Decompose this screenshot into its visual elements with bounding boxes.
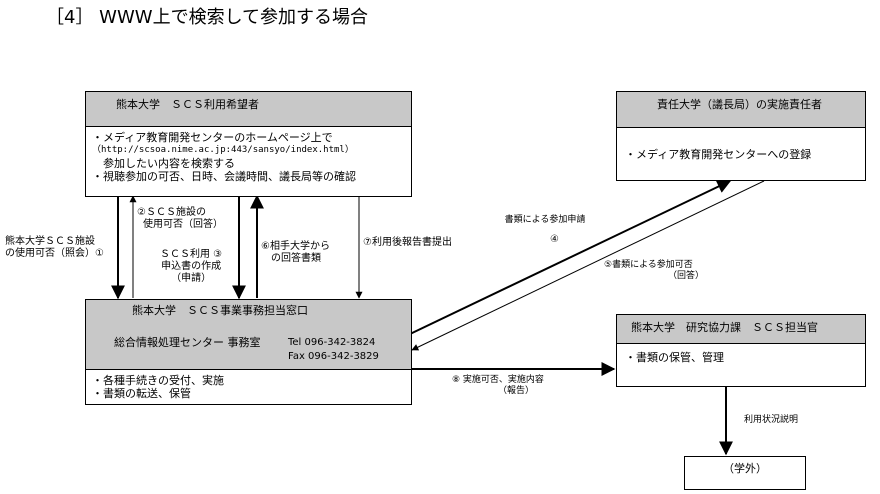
edge-8-label-line: （報告） — [498, 386, 535, 396]
applicant-title: 熊本大学 ＳＣＳ利用希望者 — [116, 98, 259, 111]
research-header: 熊本大学 研究協力課 ＳＣＳ担当官 — [617, 315, 865, 344]
edge-7-label: ⑦利用後報告書提出 — [363, 237, 452, 249]
page-title: ［4］ WWW上で検索して参加する場合 — [46, 7, 369, 28]
edge-1-label-line: の使用可否（照会）① — [5, 248, 104, 259]
external-label: （学外） — [723, 462, 767, 475]
edge-6-label-line: ⑥相手大学から — [261, 241, 330, 252]
edge-4-arrow — [409, 180, 732, 335]
research-title: 熊本大学 研究協力課 ＳＣＳ担当官 — [631, 321, 818, 334]
edge-3-label-line: ＳＣＳ利用 ③ — [160, 249, 223, 260]
office-header: 熊本大学 ＳＣＳ事業事務担当窓口 総合情報処理センター 事務室 Tel 096-… — [86, 300, 411, 370]
edge-2-label: ②ＳＣＳ施設の 使用可否（回答） — [137, 207, 223, 231]
edge-6-label-line: の回答書類 — [271, 253, 321, 264]
edge-2-label-line: ②ＳＣＳ施設の — [137, 207, 206, 218]
edge-8-label: ⑧ 実施可否、実施内容 （報告） — [452, 375, 544, 397]
edge-5-arrow — [411, 180, 765, 351]
applicant-url: （http://scsoa.nime.ac.jp:443/sansyo/inde… — [92, 145, 354, 155]
responsible-box: 責任大学（議長局）の実施責任者 ・メディア教育開発センターへの登録 — [616, 91, 866, 181]
office-box: 熊本大学 ＳＣＳ事業事務担当窓口 総合情報処理センター 事務室 Tel 096-… — [85, 299, 412, 405]
applicant-header: 熊本大学 ＳＣＳ利用希望者 — [86, 92, 411, 127]
edge-1-label-line: 熊本大学ＳＣＳ施設 — [5, 236, 95, 247]
edge-7-label-line: ⑦利用後報告書提出 — [363, 237, 452, 248]
office-title: 熊本大学 ＳＣＳ事業事務担当窓口 — [132, 304, 308, 317]
edge-6-label: ⑥相手大学から の回答書類 — [261, 241, 330, 265]
research-line: ・書類の保管、管理 — [625, 351, 724, 364]
edge-4-label: 書類による参加申請 ④ — [490, 215, 600, 246]
external-box: （学外） — [684, 456, 806, 490]
office-subtitle: 総合情報処理センター 事務室 — [114, 336, 261, 349]
edge-5-label-line: ⑤書類による参加可否 — [604, 260, 693, 270]
applicant-line: 参加したい内容を検索する — [92, 157, 235, 170]
applicant-box: 熊本大学 ＳＣＳ利用希望者 ・メディア教育開発センターのホームページ上で （ht… — [85, 91, 412, 197]
edge-8-label-line: ⑧ 実施可否、実施内容 — [452, 375, 544, 385]
edge-1-label: 熊本大学ＳＣＳ施設 の使用可否（照会）① — [5, 236, 104, 260]
office-line: ・各種手続きの受付、実施 — [92, 374, 224, 387]
edge-4-label-line: ④ — [550, 234, 559, 245]
edge-4-label-line: 書類による参加申請 — [504, 215, 586, 225]
edge-9-label: 利用状況説明 — [744, 415, 798, 426]
edge-9-label-line: 利用状況説明 — [744, 415, 799, 425]
edge-3-label-line: （申請） — [171, 273, 212, 284]
responsible-line: ・メディア教育開発センターへの登録 — [625, 148, 812, 161]
edge-3-label-line: 申込書の作成 — [161, 261, 222, 272]
edge-5-label-line: （回答） — [668, 271, 705, 281]
responsible-header: 責任大学（議長局）の実施責任者 — [617, 92, 865, 128]
research-box: 熊本大学 研究協力課 ＳＣＳ担当官 ・書類の保管、管理 — [616, 314, 866, 387]
edge-3-label: ＳＣＳ利用 ③ 申込書の作成 （申請） — [160, 249, 222, 285]
edge-5-label: ⑤書類による参加可否 （回答） — [604, 260, 704, 282]
office-tel: Tel 096-342-3824 — [288, 337, 376, 348]
applicant-line: ・メディア教育開発センターのホームページ上で — [92, 131, 333, 144]
edge-2-label-line: 使用可否（回答） — [143, 219, 223, 230]
responsible-title: 責任大学（議長局）の実施責任者 — [657, 98, 822, 111]
applicant-line: ・視聴参加の可否、日時、会議時間、議長局等の確認 — [92, 170, 356, 183]
office-fax: Fax 096-342-3829 — [288, 351, 379, 362]
office-line: ・書類の転送、保管 — [92, 387, 191, 400]
